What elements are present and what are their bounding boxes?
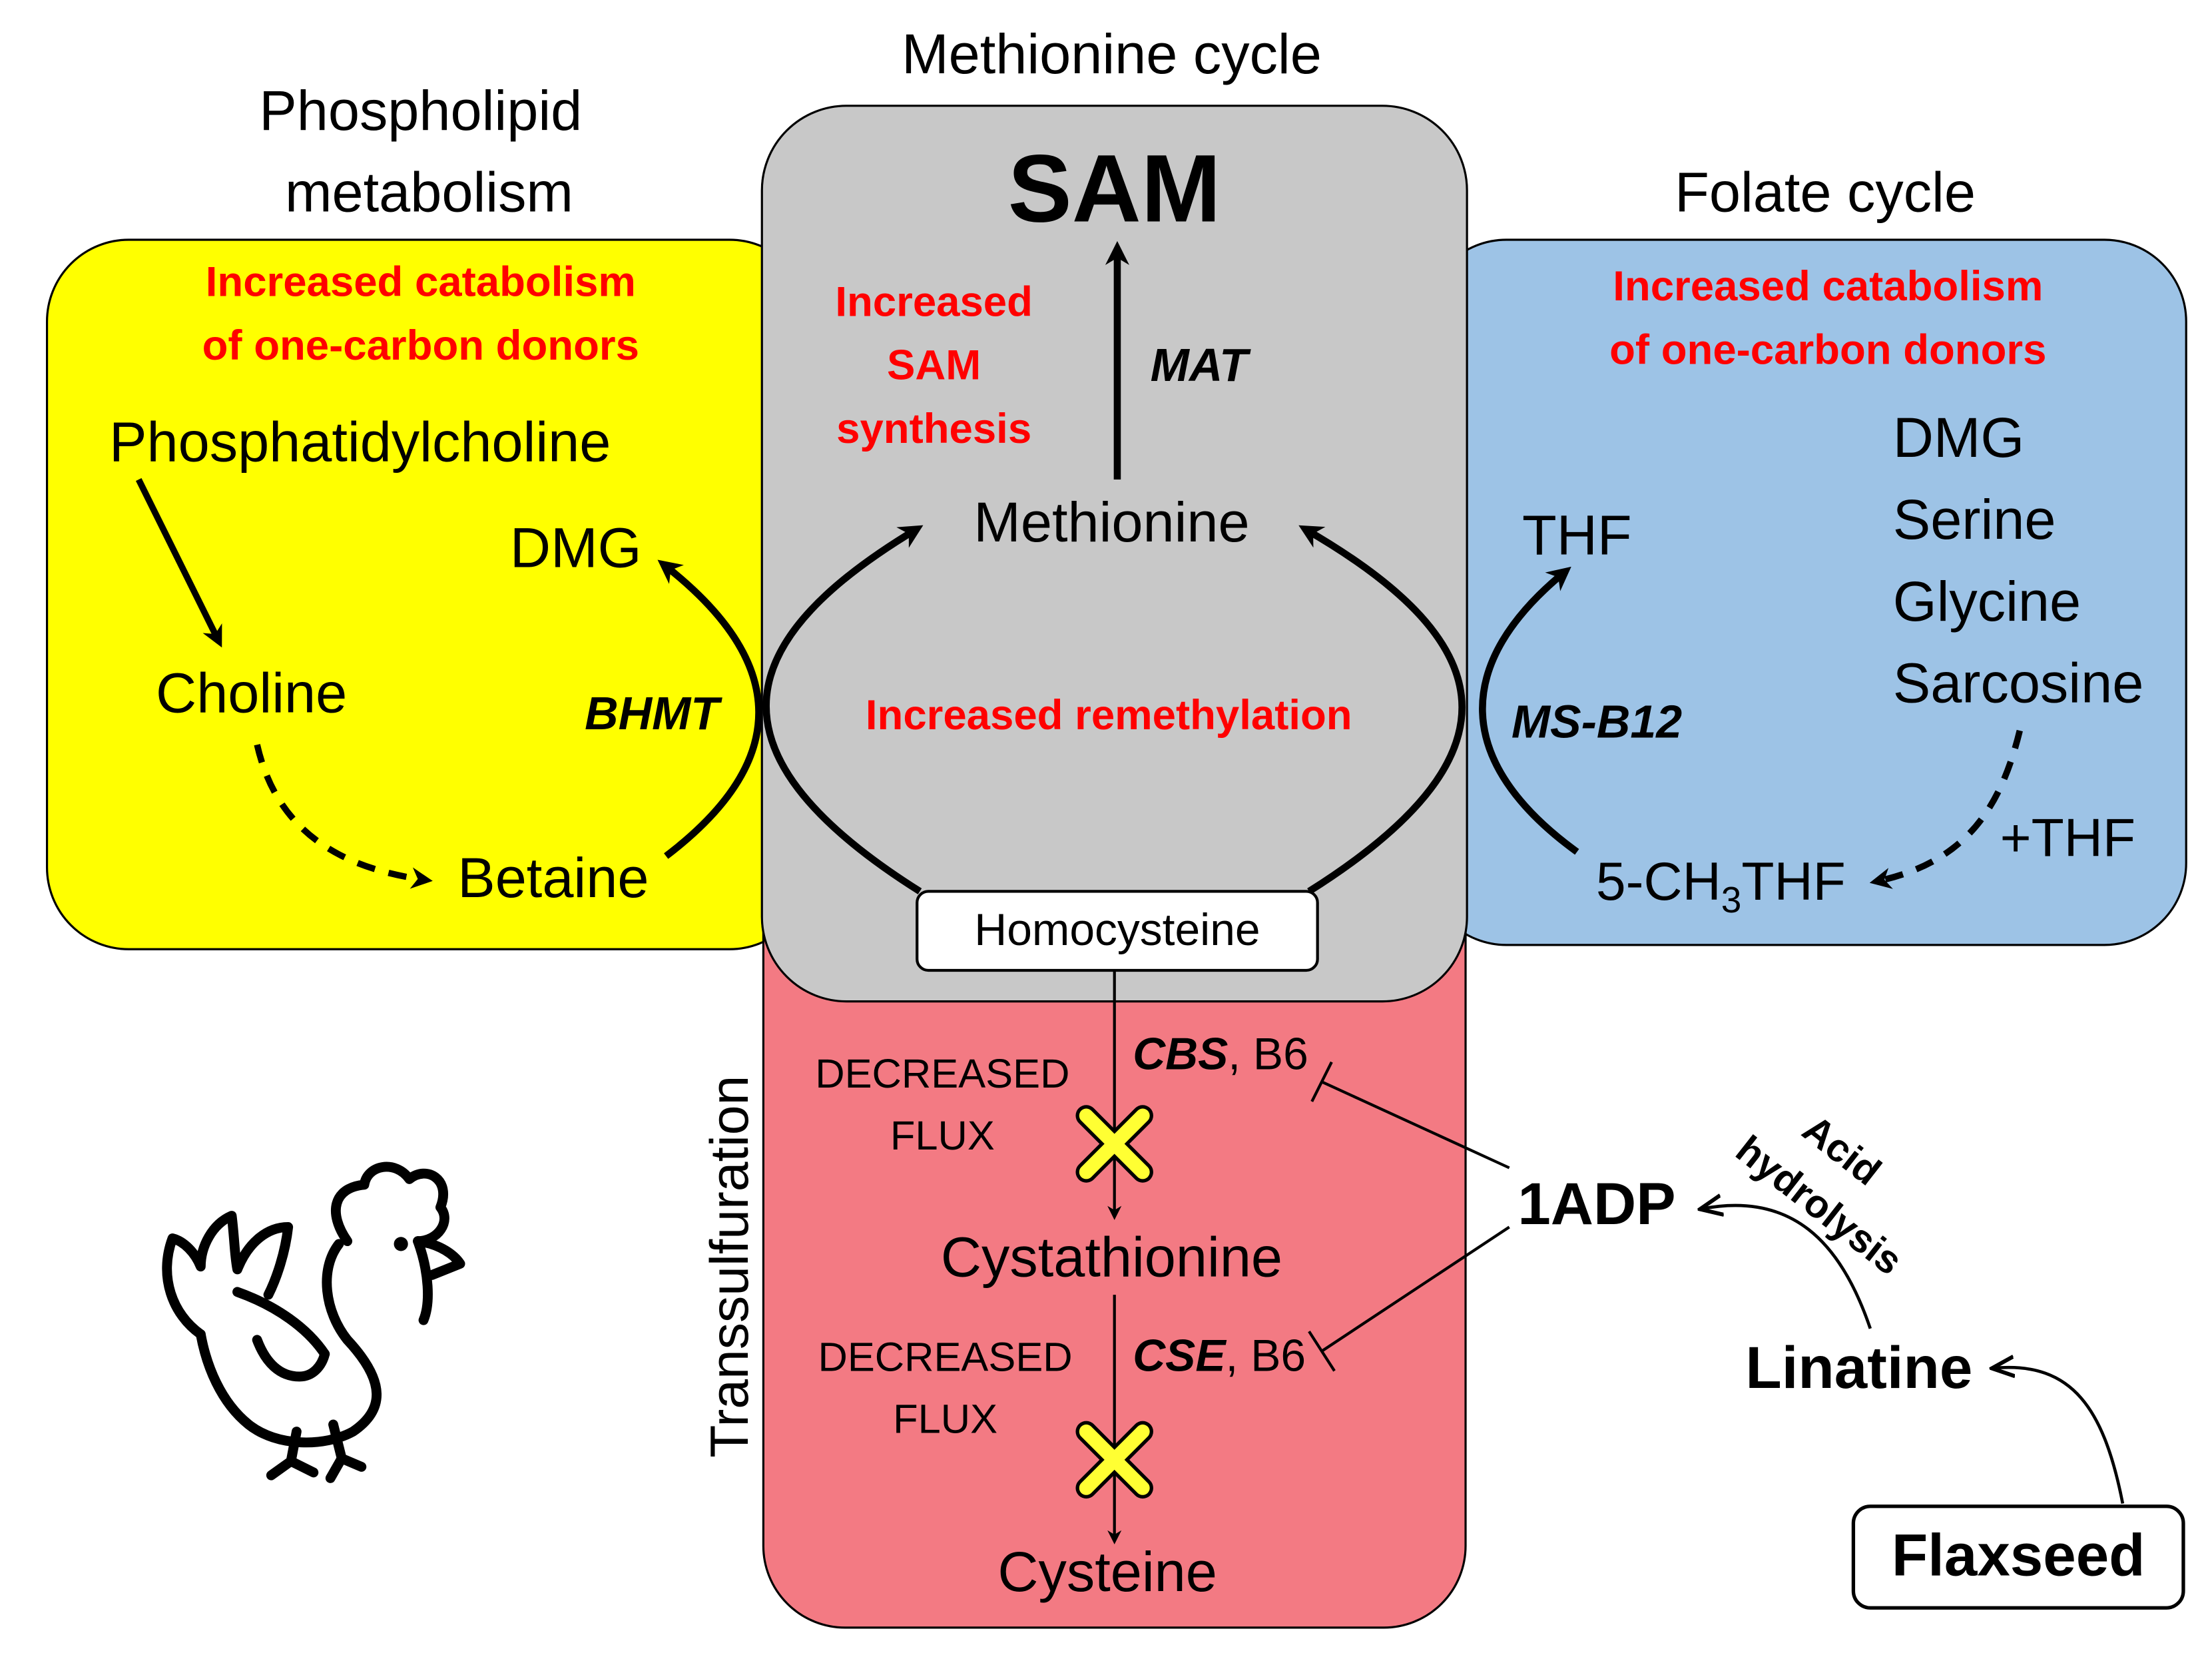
methylthf-to-thf-arc (1479, 566, 1579, 855)
cse-b6-label: CSE, B6 (1133, 1331, 1306, 1381)
phosphatidylcholine-to-choline-arrow (135, 478, 222, 648)
decreased-flux-1-line1: DECREASED (815, 1051, 1069, 1097)
phosphatidylcholine-label: Phosphatidylcholine (109, 410, 611, 474)
methyl-thf-label: 5-CH3THF (1596, 852, 1846, 920)
cbs-b6-label: CBS, B6 (1133, 1029, 1308, 1079)
sam-label: SAM (1008, 135, 1221, 242)
folate-cycle-title: Folate cycle (1675, 161, 1976, 224)
one-carbon-donors-to-methylthf-arrow (1869, 729, 2023, 889)
sam-synthesis-line3: synthesis (836, 405, 1031, 452)
flaxseed-box (1851, 1504, 2185, 1610)
cbs-inhibition-line (1310, 1061, 1510, 1169)
folate-note-line1: Increased catabolism (1613, 262, 2043, 310)
homocysteine-to-methionine-right-arc (1298, 525, 1466, 894)
betaine-to-dmg-arc (657, 559, 762, 859)
glycine-label: Glycine (1893, 569, 2081, 633)
sam-synthesis-line2: SAM (887, 342, 981, 389)
chicken-icon (162, 1161, 465, 1483)
transsulfuration-title: Transsulfuration (700, 1076, 760, 1458)
ms-b12-label: MS-B12 (1512, 696, 1682, 748)
decreased-flux-2-line2: FLUX (893, 1397, 997, 1443)
choline-label: Choline (156, 661, 347, 724)
homocysteine-box (916, 890, 1319, 972)
dmg-label-right: DMG (1893, 406, 2025, 469)
one-adp-label: 1ADP (1518, 1170, 1675, 1237)
choline-to-betaine-arrow (254, 744, 433, 889)
linatine-to-1adp-arrow (1703, 1205, 1872, 1329)
dmg-label-left: DMG (510, 515, 642, 579)
flaxseed-label: Flaxseed (1892, 1522, 2145, 1588)
x-mark-icon (1075, 1105, 1153, 1183)
cystathionine-label: Cystathionine (941, 1225, 1282, 1289)
serine-label: Serine (1893, 488, 2056, 551)
phospholipid-title-line1: Phospholipid (259, 79, 582, 142)
phospholipid-title-line2: metabolism (285, 161, 573, 224)
homocysteine-to-methionine-left-arc (762, 525, 924, 894)
cysteine-label: Cysteine (997, 1540, 1217, 1603)
folate-note-line2: of one-carbon donors (1609, 326, 2046, 373)
decreased-flux-2-line1: DECREASED (818, 1334, 1072, 1380)
flaxseed-to-linatine-arrow (1994, 1367, 2125, 1504)
decreased-flux-1-line2: FLUX (890, 1113, 995, 1159)
plus-thf-label: +THF (2000, 808, 2135, 868)
sarcosine-label: Sarcosine (1893, 651, 2144, 715)
phospholipid-note-line1: Increased catabolism (206, 258, 636, 306)
methionine-cycle-title: Methionine cycle (902, 22, 1322, 85)
mat-label: MAT (1151, 339, 1251, 391)
methionine-label: Methionine (973, 490, 1249, 553)
cse-inhibition-line (1308, 1225, 1510, 1372)
phospholipid-note-line2: of one-carbon donors (202, 322, 639, 369)
chicken-eye (394, 1237, 408, 1251)
x-mark-icon (1075, 1421, 1153, 1499)
sam-synthesis-line1: Increased (835, 278, 1033, 325)
bhmt-label: BHMT (585, 687, 722, 739)
linatine-label: Linatine (1745, 1334, 1972, 1401)
remethylation-label: Increased remethylation (866, 691, 1352, 739)
homocysteine-label: Homocysteine (974, 905, 1260, 955)
betaine-label: Betaine (457, 846, 649, 909)
thf-label: THF (1522, 503, 1632, 566)
